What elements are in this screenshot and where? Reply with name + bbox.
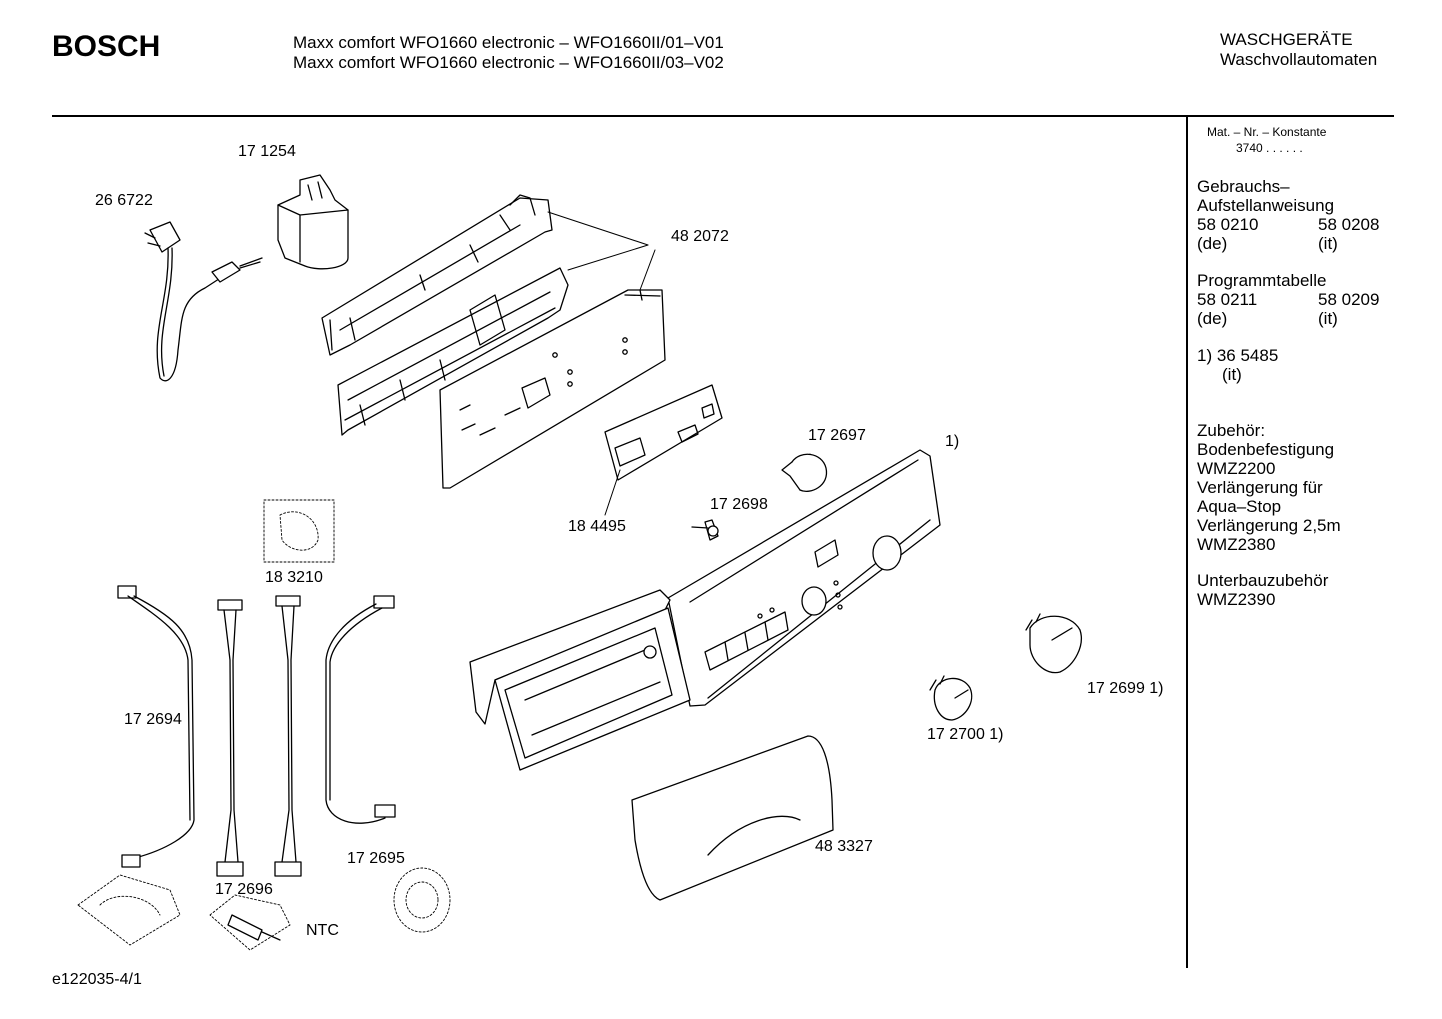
knob-axle-part (691, 519, 719, 541)
label-483327: 48 3327 (815, 838, 873, 855)
label-172699: 17 2699 1) (1087, 680, 1164, 697)
program-number-it: 58 0209 (1318, 290, 1380, 309)
accessory-line-1: Bodenbefestigung (1197, 440, 1335, 459)
label-172698: 17 2698 (710, 496, 768, 513)
wiring-harness-left (117, 585, 195, 868)
accessories-title: Zubehör: (1197, 421, 1266, 440)
control-module-upper (321, 194, 553, 356)
power-cord-part (144, 221, 263, 382)
program-number-de: 58 0211 (1197, 290, 1258, 309)
manual-lang-it: (it) (1318, 234, 1338, 253)
manual-number-de: 58 0210 (1197, 215, 1259, 234)
accessory-line-2: WMZ2200 (1197, 459, 1276, 478)
program-table-title: Programmtabelle (1197, 271, 1327, 290)
manual-number-it: 58 0208 (1318, 215, 1380, 234)
label-ntc: NTC (306, 922, 339, 939)
category-line-2: Waschvollautomaten (1220, 50, 1378, 69)
label-171254: 17 1254 (238, 143, 296, 160)
drawing-id: e122035-4/1 (52, 971, 142, 988)
label-172695: 17 2695 (347, 850, 405, 867)
model-title-line-1: Maxx comfort WFO1660 electronic – WFO166… (293, 33, 724, 52)
sidebar-rule (1186, 116, 1188, 968)
label-note-1: 1) (945, 433, 960, 450)
label-172697: 17 2697 (808, 427, 866, 444)
accessory-line-5: Verlängerung 2,5m (1197, 516, 1341, 535)
label-172694: 17 2694 (124, 711, 182, 728)
accessory-line-6: WMZ2380 (1197, 535, 1276, 554)
exploded-parts-diagram (77, 174, 1082, 951)
model-title-line-2: Maxx comfort WFO1660 electronic – WFO166… (293, 53, 724, 72)
accessory-line-3: Verlängerung für (1197, 478, 1323, 497)
wiring-harness-right (325, 595, 396, 824)
wiring-harness-middle-2 (274, 595, 302, 877)
manual-title-1: Gebrauchs– (1197, 177, 1290, 196)
ntc-sensor-part (227, 914, 281, 941)
category-line-1: WASCHGERÄTE (1220, 30, 1353, 49)
small-knob-part (929, 675, 973, 721)
drawer-housing (469, 589, 691, 771)
under-accessories-title: Unterbauzubehör (1197, 571, 1329, 590)
header-rule (52, 115, 1394, 117)
program-lang-it: (it) (1318, 309, 1338, 328)
control-module-lower (337, 267, 569, 436)
drawer-front (631, 735, 834, 901)
footnote-number: 1) 36 5485 (1197, 346, 1279, 365)
dotted-reference-parts (77, 499, 451, 951)
manual-lang-de: (de) (1197, 234, 1228, 253)
mat-label: Mat. – Nr. – Konstante (1207, 125, 1327, 139)
label-482072: 48 2072 (671, 228, 729, 245)
program-lang-de: (de) (1197, 309, 1228, 328)
under-accessory-line-1: WMZ2390 (1197, 590, 1276, 609)
manual-title-2: Aufstellanweisung (1197, 196, 1335, 215)
label-266722: 26 6722 (95, 192, 153, 209)
wiring-harness-middle-1 (216, 599, 244, 877)
large-knob-part (1025, 613, 1082, 674)
filter-part (277, 174, 349, 270)
main-circuit-board (439, 289, 666, 489)
label-172696: 17 2696 (215, 881, 273, 898)
label-172700: 17 2700 1) (927, 726, 1004, 743)
brand-logo: BOSCH (52, 30, 161, 63)
selector-shaft-part (781, 453, 828, 492)
control-panel-fascia (667, 449, 941, 707)
accessory-line-4: Aqua–Stop (1197, 497, 1282, 516)
label-183210: 18 3210 (265, 569, 323, 586)
label-184495: 18 4495 (568, 518, 626, 535)
mat-value: 3740 . . . . . . (1236, 141, 1303, 155)
display-board (604, 384, 723, 481)
footnote-lang: (it) (1222, 365, 1242, 384)
